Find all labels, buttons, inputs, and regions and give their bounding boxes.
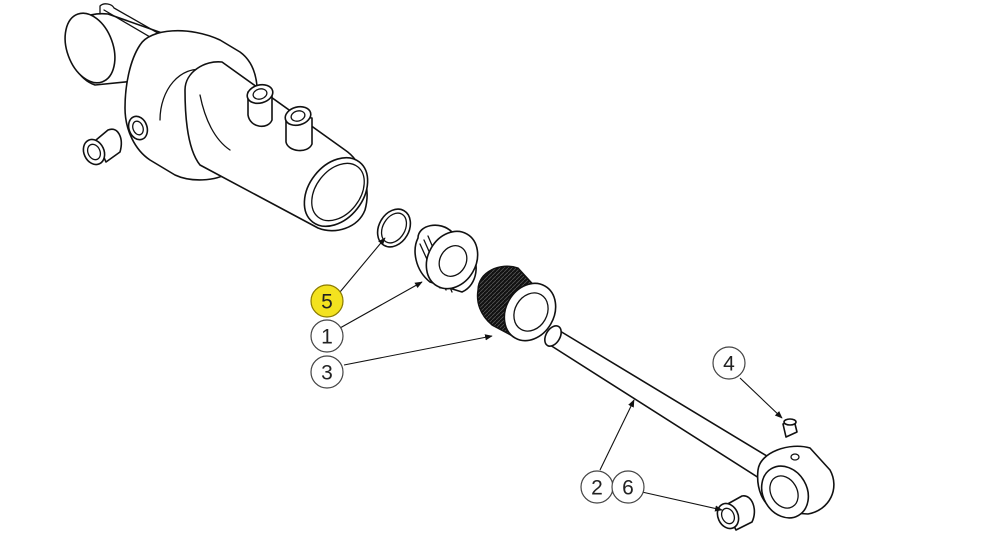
leader-4 [739, 377, 783, 419]
cylinder-barrel [64, 3, 369, 232]
leader-3 [343, 334, 493, 366]
callout-3[interactable]: 3 [310, 355, 344, 389]
leader-1 [339, 281, 423, 329]
callout-label: 3 [321, 362, 333, 385]
callout-4[interactable]: 4 [712, 346, 746, 380]
callout-6[interactable]: 6 [611, 470, 645, 504]
pin-bushing-part [716, 495, 756, 531]
callout-label: 4 [723, 353, 735, 376]
piston-part [414, 224, 479, 293]
leader-2 [599, 399, 635, 471]
callout-label: 5 [321, 291, 333, 314]
leader-5 [339, 237, 386, 293]
grease-fitting-part [782, 418, 798, 438]
seal-ring-part [376, 208, 412, 248]
callout-label: 6 [622, 477, 634, 500]
rear-bushing [82, 128, 123, 166]
callout-label: 1 [321, 326, 333, 349]
knurled-bushing-part [476, 265, 557, 342]
callout-label: 2 [591, 477, 603, 500]
leader-6 [641, 491, 723, 512]
leader-lines [339, 237, 783, 512]
callout-2[interactable]: 2 [580, 470, 614, 504]
callout-1[interactable]: 1 [310, 319, 344, 353]
rod-part [544, 325, 835, 519]
callout-5[interactable]: 5 [310, 284, 344, 318]
